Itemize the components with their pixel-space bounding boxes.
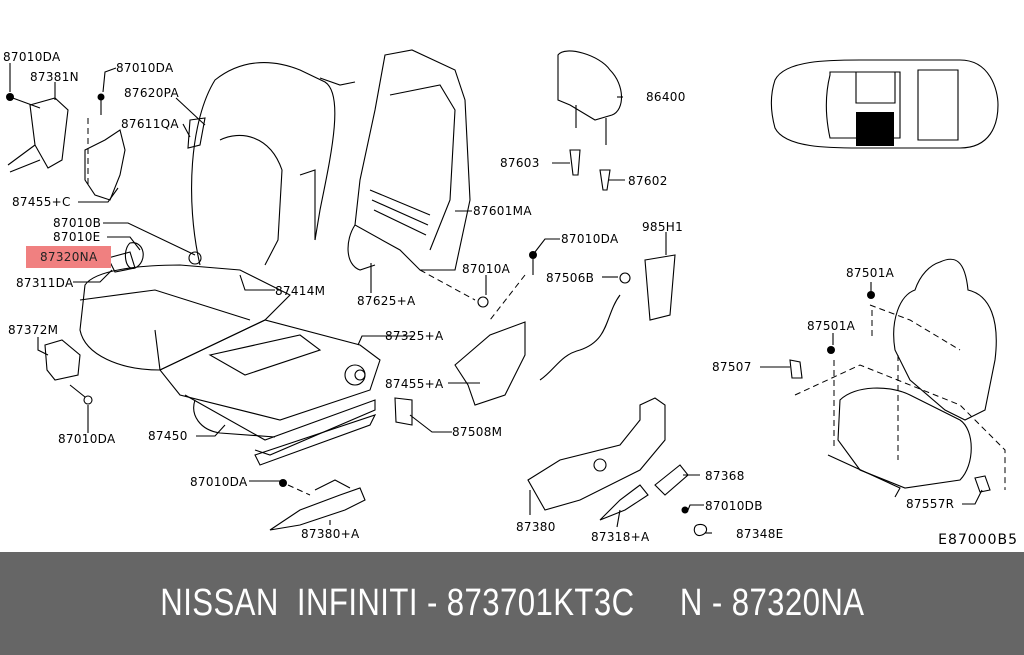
part-number-footer: NISSAN INFINITI - 873701KT3C N - 87320NA: [0, 552, 1024, 655]
seat-frame-drawing: [159, 319, 381, 466]
part-label-87501A: 87501A: [846, 266, 895, 280]
side-panel-drawing: [527, 397, 708, 537]
car-location-drawing: [770, 59, 999, 149]
part-label-87010DA: 87010DA: [561, 232, 619, 246]
part-label-985H1: 985H1: [642, 220, 684, 234]
part-label-87311DA: 87311DA: [16, 276, 74, 290]
part-label-87611QA: 87611QA: [121, 117, 179, 131]
part-label-87414M: 87414M: [275, 284, 326, 298]
seat-back-frame-drawing: [319, 49, 471, 271]
part-label-87380: 87380: [516, 520, 556, 534]
part-label-87368: 87368: [705, 469, 745, 483]
footer-text: NISSAN INFINITI - 873701KT3C N - 87320NA: [159, 582, 865, 624]
leader-lines: [9, 63, 983, 534]
part-label-87508M: 87508M: [452, 425, 503, 439]
part-label-87325-A: 87325+A: [385, 329, 444, 343]
part-label-87348E: 87348E: [736, 527, 784, 541]
part-label-87506B: 87506B: [546, 271, 595, 285]
part-label-87010DA: 87010DA: [190, 475, 248, 489]
part-label-87501A: 87501A: [807, 319, 856, 333]
part-label-87455-A: 87455+A: [385, 377, 444, 391]
headrest-drawing: [557, 50, 623, 191]
part-label-87318-A: 87318+A: [591, 530, 650, 544]
part-label-87010DA: 87010DA: [58, 432, 116, 446]
part-label-87010E: 87010E: [53, 230, 101, 244]
part-label-87557R: 87557R: [906, 497, 955, 511]
part-label-87620PA: 87620PA: [124, 86, 179, 100]
drawing-code: E87000B5: [938, 532, 1018, 548]
part-label-87010DA: 87010DA: [116, 61, 174, 75]
part-label-87010DB: 87010DB: [705, 499, 763, 513]
part-label-87601MA: 87601MA: [473, 204, 532, 218]
part-label-87603: 87603: [500, 156, 540, 170]
part-label-87455-C: 87455+C: [12, 195, 71, 209]
seat-cushion-drawing: [79, 264, 291, 371]
diagram-drawing: [6, 49, 1006, 537]
part-label-87450: 87450: [148, 429, 188, 443]
part-label-87380-A: 87380+A: [301, 527, 360, 541]
part-label-87320NA-highlighted[interactable]: 87320NA: [26, 246, 112, 268]
part-label-87372M: 87372M: [8, 323, 59, 337]
part-label-87010A: 87010A: [462, 262, 511, 276]
part-label-87602: 87602: [628, 174, 668, 188]
part-label-86400: 86400: [646, 90, 686, 104]
part-label-87010DA: 87010DA: [3, 50, 61, 64]
parts-diagram: 87010DA 87381N 87010DA 87620PA 87611QA 8…: [3, 49, 1018, 548]
part-label-87381N: 87381N: [30, 70, 79, 84]
left-parts-drawing: [6, 93, 206, 405]
lower-trim-drawing: [269, 251, 676, 531]
part-label-87010B: 87010B: [53, 216, 102, 230]
part-label-87625-A: 87625+A: [357, 294, 416, 308]
part-label-87507: 87507: [712, 360, 752, 374]
seat-back-cover-drawing: [191, 62, 336, 266]
complete-seat-drawing: [789, 258, 1006, 498]
